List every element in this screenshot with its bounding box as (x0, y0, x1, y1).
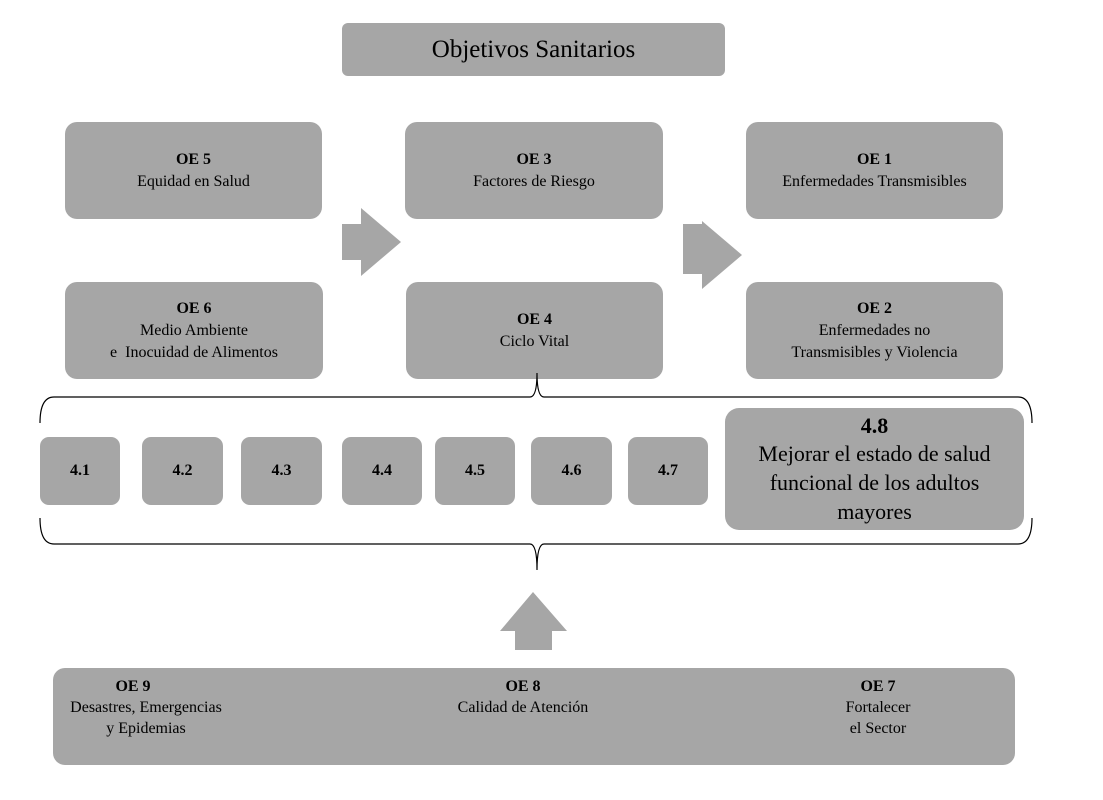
right-arrow-icon (342, 208, 401, 276)
sub-objective-4-2: 4.2 (142, 437, 223, 505)
sub-objective-4-7: 4.7 (628, 437, 708, 505)
objective-code: OE 9 (115, 678, 151, 695)
objective-code: OE 1 (856, 150, 893, 168)
highlight-desc: mayores (837, 498, 912, 524)
objective-desc: Desastres, Emergencias (70, 699, 222, 716)
sub-objective-4-4: 4.4 (342, 437, 422, 505)
objective-desc: Factores de Riesgo (473, 172, 595, 190)
top-brace (39, 372, 1033, 424)
objective-desc: Fortalecer (845, 699, 911, 716)
objective-desc: Enfermedades Transmisibles (782, 172, 967, 190)
objective-box-oe3: OE 3 Factores de Riesgo (405, 122, 663, 219)
sub-objective-4-8-box: 4.8 Mejorar el estado de salud funcional… (725, 408, 1024, 530)
objective-desc: Equidad en Salud (137, 172, 250, 190)
cross-cutting-objectives-box: OE 9 Desastres, Emergencias y Epidemias … (53, 668, 1015, 765)
objective-code: OE 4 (516, 310, 553, 328)
objective-oe8: OE 8 Calidad de Atención (438, 676, 608, 718)
objective-box-oe4: OE 4 Ciclo Vital (406, 282, 663, 379)
sub-objective-4-1: 4.1 (40, 437, 120, 505)
objective-oe7: OE 7 Fortalecer el Sector (793, 676, 963, 739)
sub-objective-4-3: 4.3 (241, 437, 322, 505)
objective-desc: Medio Ambiente (140, 321, 248, 339)
objective-desc: Transmisibles y Violencia (791, 343, 958, 361)
objective-code: OE 6 (176, 299, 212, 317)
objective-code: OE 7 (860, 678, 896, 695)
objective-desc: el Sector (849, 720, 907, 737)
sub-objective-4-5: 4.5 (435, 437, 515, 505)
objective-code: OE 3 (516, 150, 552, 168)
diagram-title: Objetivos Sanitarios (342, 23, 725, 76)
right-arrow-icon (683, 221, 742, 289)
objective-box-oe6: OE 6 Medio Ambiente e Inocuidad de Alime… (65, 282, 323, 379)
objective-box-oe2: OE 2 Enfermedades no Transmisibles y Vio… (746, 282, 1003, 379)
objective-desc: Calidad de Atención (457, 699, 589, 716)
highlight-desc: Mejorar el estado de salud (758, 440, 991, 466)
up-arrow-icon (500, 592, 567, 650)
objective-desc: Enfermedades no (818, 321, 931, 339)
objective-code: OE 8 (505, 678, 541, 695)
objective-desc: y Epidemias (106, 720, 186, 737)
objective-code: OE 5 (175, 150, 212, 168)
objective-code: OE 2 (856, 299, 893, 317)
highlight-code: 4.8 (860, 412, 889, 438)
highlight-desc: funcional de los adultos (769, 469, 980, 495)
objective-desc: Ciclo Vital (499, 332, 570, 350)
objective-desc: e Inocuidad de Alimentos (110, 343, 278, 361)
objective-box-oe1: OE 1 Enfermedades Transmisibles (746, 122, 1003, 219)
objective-oe9: OE 9 Desastres, Emergencias y Epidemias (61, 676, 231, 739)
bottom-brace (39, 517, 1033, 571)
sub-objective-4-6: 4.6 (531, 437, 612, 505)
objective-box-oe5: OE 5 Equidad en Salud (65, 122, 322, 219)
